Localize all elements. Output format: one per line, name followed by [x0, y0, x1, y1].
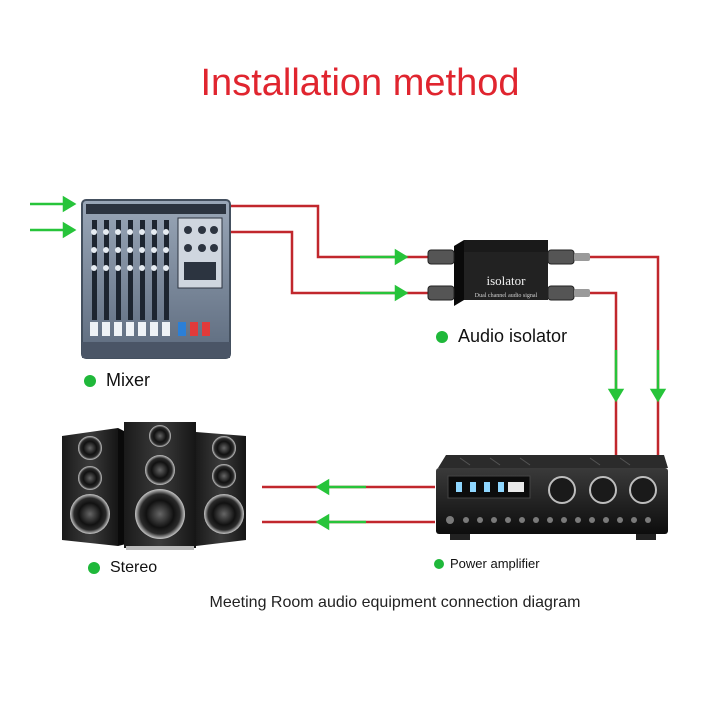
mixer-label-text: Mixer — [106, 370, 150, 390]
diagram-caption: Meeting Room audio equipment connection … — [209, 594, 581, 611]
stereo-speakers — [62, 422, 246, 550]
power-amplifier-label-text: Power amplifier — [450, 556, 540, 571]
signal-arrows — [30, 195, 667, 531]
wire-isolator-amp-2 — [590, 291, 618, 455]
isolator-device: isolator Dual channel audio signal — [427, 240, 590, 306]
wire-isolator-amp-1 — [590, 255, 660, 455]
mixer-label: Mixer — [84, 370, 150, 391]
audio-isolator-label: Audio isolator — [436, 326, 567, 347]
power-amplifier-device — [436, 455, 668, 540]
isolator-device-text: isolator — [487, 273, 527, 288]
isolator-device-subtext: Dual channel audio signal — [475, 293, 538, 299]
power-amplifier-label: Power amplifier — [434, 556, 540, 571]
mixer-device — [81, 199, 231, 359]
stereo-label: Stereo — [88, 559, 157, 577]
audio-isolator-label-text: Audio isolator — [458, 326, 568, 346]
mixer-dot-icon — [84, 374, 96, 387]
stereo-dot-icon — [88, 562, 100, 574]
isolator-dot-icon — [436, 330, 448, 343]
amplifier-dot-icon — [434, 558, 444, 569]
stereo-label-text: Stereo — [110, 559, 158, 576]
page-title: Installation method — [200, 62, 520, 104]
